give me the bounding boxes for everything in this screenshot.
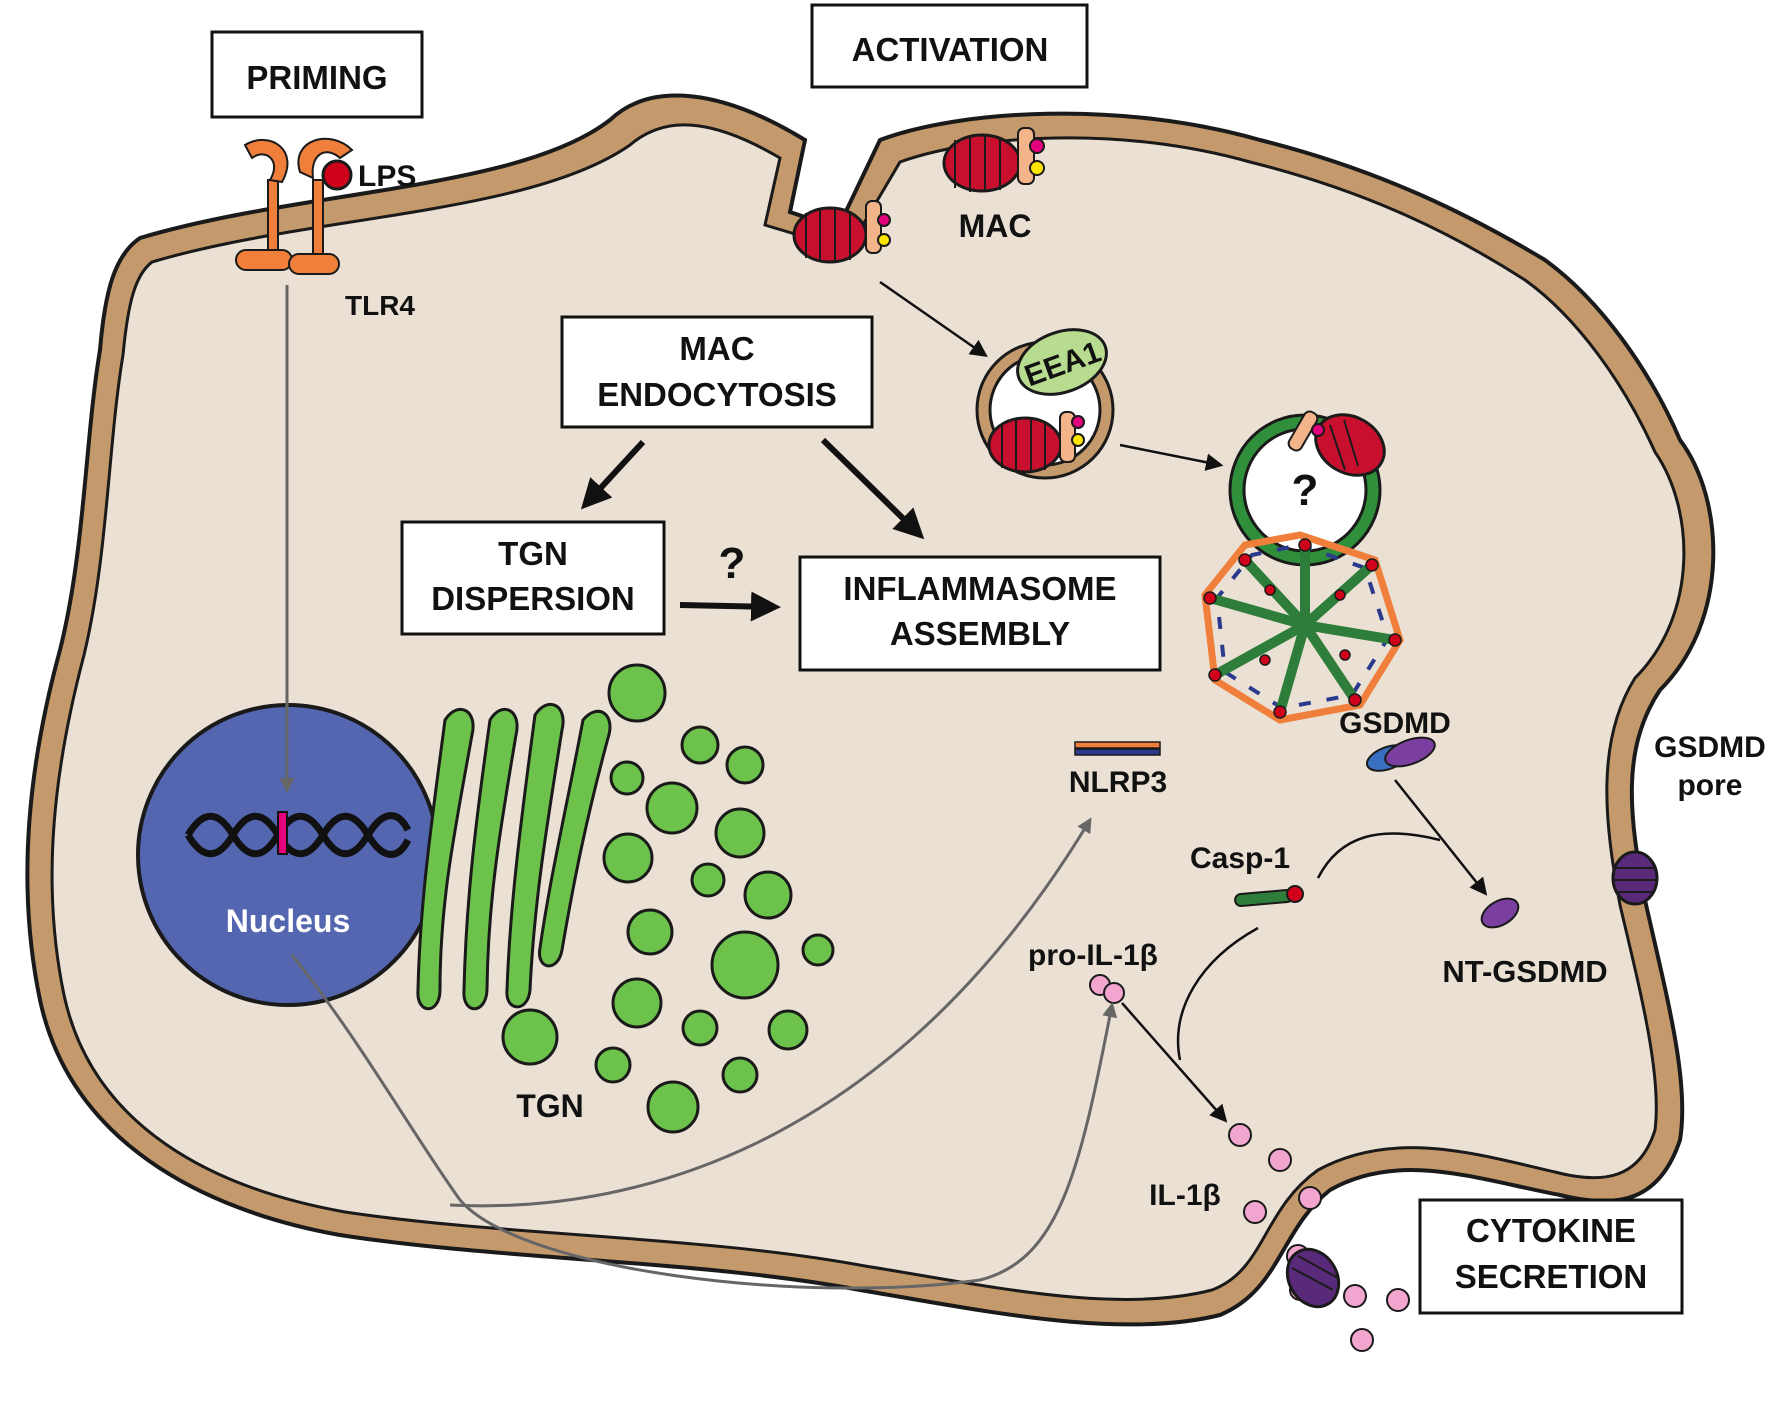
gsdmd-pore-label-2: pore	[1677, 769, 1742, 802]
arrow-nucleus-to-nlrp3	[449, 817, 1092, 1208]
svg-text:MAC: MAC	[679, 330, 754, 367]
arrows	[279, 280, 1488, 1290]
casp1-action-curve-1	[1316, 832, 1441, 879]
gsdmd-pore-icon	[1611, 850, 1659, 906]
svg-text:DISPERSION: DISPERSION	[431, 580, 635, 617]
nucleus-label: Nucleus	[226, 903, 350, 939]
nucleus: Nucleus	[136, 703, 440, 1007]
gsdmd-pore-label-1: GSDMD	[1654, 731, 1766, 764]
arrow-endocytosis-to-inflammasome	[820, 437, 925, 540]
dna-icon	[184, 812, 412, 858]
cell	[25, 93, 1716, 1327]
pro-il1b-label: pro-IL-1β	[1028, 939, 1158, 972]
eea1-protein-icon	[1016, 328, 1108, 396]
secretion-pore-icon	[1285, 1247, 1341, 1309]
mac-complex-invaginated	[792, 200, 891, 264]
svg-text:INFLAMMASOME: INFLAMMASOME	[843, 570, 1116, 607]
casp1-protein-icon	[1234, 885, 1304, 908]
gene-marker-icon	[277, 811, 288, 855]
nlrp3-protein-icon	[1074, 741, 1161, 756]
tlr4-receptors	[235, 137, 354, 275]
svg-text:ACTIVATION: ACTIVATION	[852, 31, 1049, 68]
pro-il1b-icon	[1089, 974, 1125, 1004]
lps-label: LPS	[358, 160, 416, 193]
svg-text:ASSEMBLY: ASSEMBLY	[890, 615, 1070, 652]
svg-text:SECRETION: SECRETION	[1455, 1258, 1648, 1295]
box-priming: PRIMING	[210, 30, 424, 119]
arrow-pro-il1b-to-il1b	[1121, 1002, 1228, 1123]
lps-molecule-icon	[321, 159, 353, 191]
nlrp3-label: NLRP3	[1069, 766, 1167, 799]
arrow-nucleus-to-pro-il1b	[290, 954, 1118, 1290]
box-inflammasome-assembly: INFLAMMASOME ASSEMBLY	[798, 555, 1162, 672]
question-mark-compartment: ?	[1292, 466, 1319, 515]
tgn-label: TGN	[516, 1088, 584, 1124]
box-mac-endocytosis: MAC ENDOCYTOSIS	[560, 315, 874, 429]
arrow-mac-to-endosome	[879, 280, 988, 357]
golgi-cisternae	[416, 702, 612, 1011]
nt-gsdmd-icon	[1480, 897, 1520, 929]
arrow-tgn-to-inflammasome	[679, 591, 781, 622]
nt-gsdmd-label: NT-GSDMD	[1442, 954, 1607, 989]
gsdmd-protein-icon	[1365, 736, 1436, 772]
tlr4-label: TLR4	[345, 290, 415, 321]
mac-label: MAC	[959, 208, 1032, 244]
svg-text:TGN: TGN	[498, 535, 568, 572]
arrow-endosome-to-compartment	[1119, 443, 1224, 471]
box-tgn-dispersion: TGN DISPERSION	[400, 520, 666, 636]
arrow-gsdmd-cleavage	[1394, 779, 1488, 896]
svg-text:PRIMING: PRIMING	[246, 59, 387, 96]
box-cytokine-secretion: CYTOKINE SECRETION	[1418, 1198, 1684, 1315]
svg-text:ENDOCYTOSIS: ENDOCYTOSIS	[597, 376, 837, 413]
casp1-action-curve-2	[1176, 926, 1259, 1061]
tgn-vesicles	[501, 663, 835, 1134]
box-activation: ACTIVATION	[810, 3, 1089, 89]
inflammasome-complex	[1201, 531, 1404, 724]
arrow-endocytosis-to-tgn	[580, 439, 646, 510]
gsdmd-label: GSDMD	[1339, 707, 1451, 740]
unknown-compartment: ?	[1228, 410, 1386, 567]
mac-complex-membrane	[942, 127, 1045, 193]
question-mark-tgn-link: ?	[719, 539, 746, 588]
il1b-label: IL-1β	[1149, 1179, 1221, 1212]
casp1-label: Casp-1	[1190, 842, 1290, 875]
cytoplasm	[50, 123, 1686, 1302]
early-endosome: EEA1	[975, 328, 1115, 480]
svg-text:CYTOKINE: CYTOKINE	[1466, 1212, 1636, 1249]
